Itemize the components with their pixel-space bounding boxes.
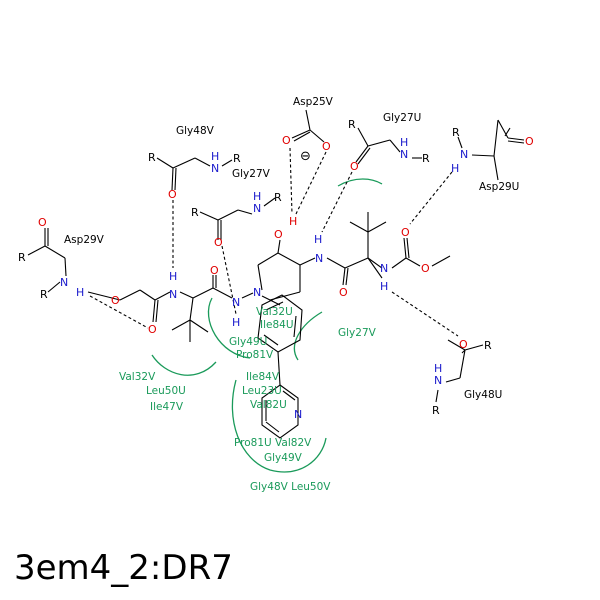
hydrophobic-label-gly49v: Gly49V bbox=[264, 452, 303, 464]
hydrophobic-label-leu50u: Leu50U bbox=[146, 385, 186, 397]
atom-oxygen: O bbox=[148, 323, 157, 336]
atom-nitrogen: N bbox=[460, 148, 468, 161]
hydrophobic-arcs bbox=[151, 178, 383, 473]
diagram-title: 3em4_2:DR7 bbox=[14, 548, 233, 588]
hydrophobic-labels: Val32U Ile84U Gly49U Pro81V Ile84V Leu23… bbox=[119, 306, 377, 493]
residue-label-gly27v: Gly27V bbox=[232, 168, 271, 180]
hydrophobic-label-pro81u-val82v: Pro81U Val82V bbox=[234, 437, 312, 449]
atom-hydrogen: H bbox=[253, 190, 261, 203]
residue-label-gly27u: Gly27U bbox=[383, 112, 421, 124]
atom-oxygen: O bbox=[111, 294, 120, 307]
atom-oxygen: O bbox=[282, 134, 291, 147]
atom-r-group: R bbox=[18, 251, 26, 264]
residue-label-gly48v: Gly48V bbox=[176, 125, 215, 137]
residue-labels: Asp25V Gly27U Gly48V Gly27V Asp29V Asp29… bbox=[64, 96, 519, 401]
atom-oxygen: O bbox=[322, 140, 331, 153]
hydrophobic-label-val82u: Val82U bbox=[250, 399, 287, 411]
atom-oxygen: O bbox=[210, 264, 219, 277]
residue-label-asp29u: Asp29U bbox=[479, 181, 519, 193]
hydrophobic-label-gly48v-leu50v: Gly48V Leu50V bbox=[250, 481, 331, 493]
atom-oxygen: O bbox=[274, 228, 283, 241]
atom-r-group: R bbox=[40, 288, 48, 301]
atom-nitrogen: N bbox=[211, 162, 219, 175]
atom-r-group: R bbox=[484, 339, 492, 352]
atom-labels: O O O O O O O O O O O O O O O N N N N N … bbox=[18, 118, 534, 421]
atom-hydrogen: H bbox=[232, 316, 240, 329]
atom-nitrogen: N bbox=[169, 288, 177, 301]
atom-oxygen: O bbox=[350, 160, 359, 173]
negative-charge: ⊖ bbox=[300, 149, 311, 164]
hydrophobic-label-val32v: Val32V bbox=[119, 371, 156, 383]
atom-nitrogen: N bbox=[232, 296, 240, 309]
atom-oxygen: O bbox=[525, 135, 534, 148]
atom-oxygen: O bbox=[421, 262, 430, 275]
atom-nitrogen: N bbox=[253, 286, 261, 299]
hydrophobic-label-gly27v: Gly27V bbox=[338, 327, 377, 339]
atom-nitrogen: N bbox=[60, 276, 68, 289]
hydrophobic-label-val32u: Val32U bbox=[256, 306, 293, 318]
atom-hydrogen: H bbox=[380, 280, 388, 293]
hydrophobic-label-ile84v: Ile84V bbox=[246, 371, 280, 383]
atom-r-group: R bbox=[191, 206, 199, 219]
atom-oxygen: O bbox=[339, 286, 348, 299]
atom-nitrogen: N bbox=[400, 148, 408, 161]
atom-r-group: R bbox=[274, 191, 282, 204]
atom-hydrogen: H bbox=[451, 162, 459, 175]
residue-label-asp29v: Asp29V bbox=[64, 234, 105, 246]
hydrophobic-label-leu23u: Leu23U bbox=[242, 385, 282, 397]
atom-nitrogen: N bbox=[253, 202, 261, 215]
atom-nitrogen: N bbox=[315, 252, 323, 265]
atom-nitrogen: N bbox=[294, 408, 302, 421]
atom-hydrogen: H bbox=[289, 215, 297, 228]
atom-hydrogen: H bbox=[434, 362, 442, 375]
hydrophobic-label-ile84u: Ile84U bbox=[260, 319, 294, 331]
atom-hydrogen: H bbox=[169, 270, 177, 283]
residue-fragments bbox=[27, 109, 525, 403]
atom-hydrogen: H bbox=[400, 136, 408, 149]
hydrophobic-label-gly49u: Gly49U bbox=[229, 336, 267, 348]
ligand-bonds bbox=[87, 212, 451, 439]
hydrophobic-label-ile47v: Ile47V bbox=[150, 401, 184, 413]
atom-oxygen: O bbox=[214, 236, 223, 249]
atom-r-group: R bbox=[348, 118, 356, 131]
hydrogen-bonds bbox=[89, 147, 459, 337]
atom-nitrogen: N bbox=[434, 374, 442, 387]
atom-r-group: R bbox=[422, 152, 430, 165]
atom-hydrogen: H bbox=[314, 233, 322, 246]
atom-r-group: R bbox=[233, 152, 241, 165]
atom-oxygen: O bbox=[168, 188, 177, 201]
atom-oxygen: O bbox=[401, 226, 410, 239]
atom-r-group: R bbox=[452, 126, 460, 139]
atom-oxygen: O bbox=[459, 338, 468, 351]
residue-label-gly48u: Gly48U bbox=[464, 389, 502, 401]
atom-r-group: R bbox=[432, 404, 440, 417]
atom-oxygen: O bbox=[38, 216, 47, 229]
atom-nitrogen: N bbox=[380, 262, 388, 275]
hydrophobic-label-pro81v: Pro81V bbox=[236, 349, 274, 361]
atom-r-group: R bbox=[148, 151, 156, 164]
atom-hydrogen: H bbox=[76, 286, 84, 299]
atom-hydrogen: H bbox=[211, 150, 219, 163]
residue-label-asp25v: Asp25V bbox=[293, 96, 334, 108]
